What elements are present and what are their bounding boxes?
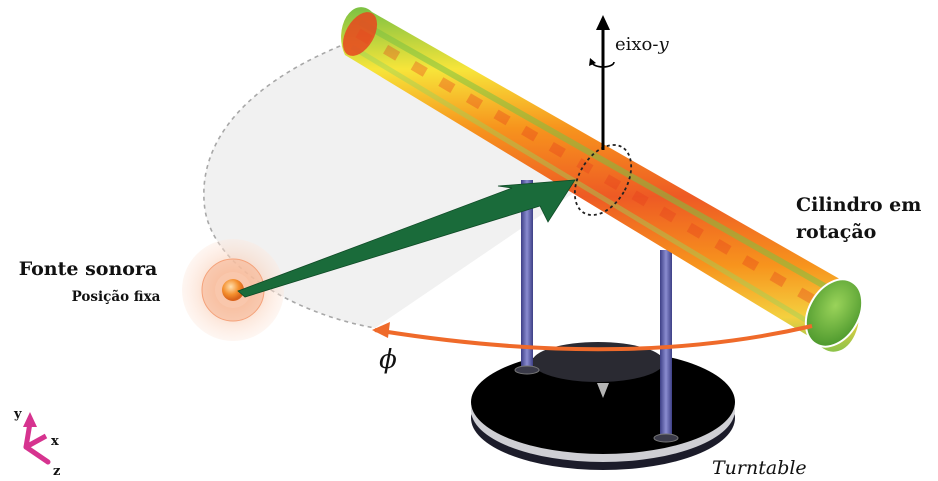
rod-base-left — [514, 365, 540, 375]
coordinate-triad — [23, 412, 51, 465]
cylinder-label-line1: Cilindro em — [796, 194, 921, 216]
cylinder-end-cap — [804, 278, 864, 348]
axis-lower-arrowhead — [597, 383, 609, 398]
turntable-label: Turntable — [712, 457, 807, 479]
source-subtitle: Posição fixa — [72, 289, 161, 305]
cylinder-left-cap — [342, 12, 378, 56]
rod-base-right — [653, 433, 679, 443]
triad-y-label: y — [13, 407, 22, 422]
propagation-arrow — [237, 179, 576, 298]
cylinder-label-line2: rotação — [796, 221, 876, 243]
rotating-cylinder — [341, 7, 864, 352]
rotation-arrow-icon — [589, 58, 615, 68]
triad-x-label: x — [51, 434, 59, 449]
rotation-arc — [374, 324, 813, 352]
support-rod-left — [521, 180, 533, 370]
cylinder-axis-marker — [573, 144, 633, 216]
angle-label: ϕ — [379, 345, 397, 375]
source-title: Fonte sonora — [19, 258, 158, 280]
triad-z-label: z — [53, 464, 60, 479]
axis-label: eixo-y — [615, 34, 669, 55]
swept-boundary — [203, 39, 376, 329]
swept-area — [203, 40, 600, 328]
sound-source — [182, 239, 284, 341]
y-axis-arrowhead — [596, 15, 610, 30]
support-rod-right — [660, 250, 672, 438]
rotation-arc-arrowhead — [372, 322, 390, 338]
